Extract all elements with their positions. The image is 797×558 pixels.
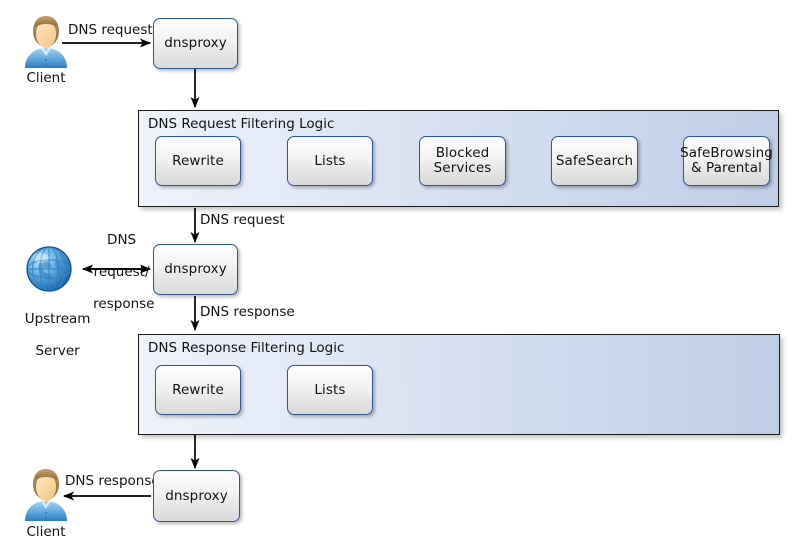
dnsproxy-top-box[interactable]: dnsproxy [153, 18, 238, 69]
request-stage-lists-label: Lists [314, 152, 346, 169]
dnsproxy-bottom-label: dnsproxy [165, 487, 228, 504]
dns-response-filtering-panel: DNS Response Filtering Logic [138, 334, 780, 435]
upstream-label-line2: Server [35, 343, 80, 359]
edge-label-panel-to-dnsproxy-mid: DNS request [200, 212, 285, 228]
globe-icon [22, 242, 76, 296]
request-stage-safesearch[interactable]: SafeSearch [551, 136, 638, 186]
edge-label-upstream: DNS request/ response [76, 216, 154, 328]
dnsproxy-bottom-box[interactable]: dnsproxy [153, 470, 240, 522]
request-stage-blocked-services-label-1: Blocked [435, 145, 490, 161]
request-stage-safebrowsing-label-1: SafeBrowsing [680, 145, 773, 161]
request-stage-lists[interactable]: Lists [287, 136, 373, 186]
person-icon [22, 14, 70, 70]
request-stage-blocked-services[interactable]: Blocked Services [419, 136, 506, 186]
dnsproxy-top-label: dnsproxy [164, 35, 227, 51]
request-panel-title: DNS Request Filtering Logic [148, 116, 335, 132]
response-stage-rewrite-label: Rewrite [172, 381, 224, 398]
client-top-label: Client [26, 70, 66, 86]
edge-label-dnsproxy-to-client: DNS response [65, 473, 160, 489]
dnsproxy-mid-label: dnsproxy [164, 261, 227, 277]
upstream-edge-line1: DNS [107, 232, 137, 248]
request-stage-safesearch-label: SafeSearch [555, 152, 634, 169]
edge-label-client-to-proxy: DNS request [68, 22, 153, 38]
request-stage-safebrowsing-parental[interactable]: SafeBrowsing & Parental [680, 136, 773, 186]
upstream-server-label: Upstream Server [7, 295, 91, 375]
response-stage-lists[interactable]: Lists [287, 365, 373, 415]
request-stage-rewrite-label: Rewrite [172, 152, 224, 169]
upstream-edge-line2: request/ [93, 264, 150, 280]
person-icon [22, 467, 70, 523]
request-stage-safebrowsing-label-2: & Parental [690, 160, 763, 176]
upstream-label-line1: Upstream [24, 311, 91, 327]
request-stage-blocked-services-label-2: Services [433, 160, 492, 176]
response-stage-lists-label: Lists [314, 381, 346, 398]
response-stage-rewrite[interactable]: Rewrite [155, 365, 241, 415]
client-bottom-label: Client [26, 524, 66, 540]
dnsproxy-mid-box[interactable]: dnsproxy [153, 244, 238, 295]
edge-label-dnsproxy-to-response-panel: DNS response [200, 304, 295, 320]
upstream-edge-line3: response [93, 296, 155, 312]
response-panel-title: DNS Response Filtering Logic [148, 340, 345, 356]
request-stage-rewrite[interactable]: Rewrite [155, 136, 241, 186]
